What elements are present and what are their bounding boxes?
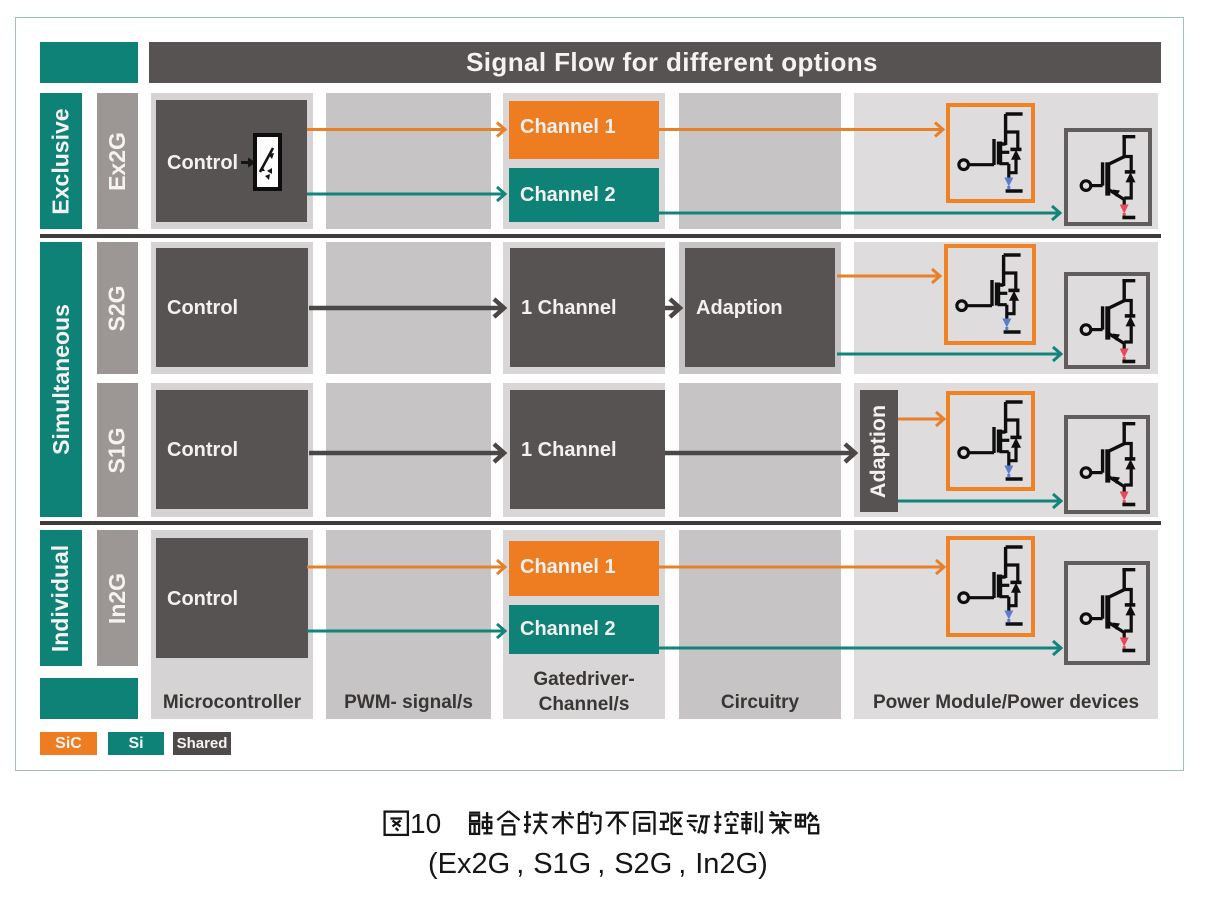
svg-text:10: 10 bbox=[410, 810, 441, 839]
